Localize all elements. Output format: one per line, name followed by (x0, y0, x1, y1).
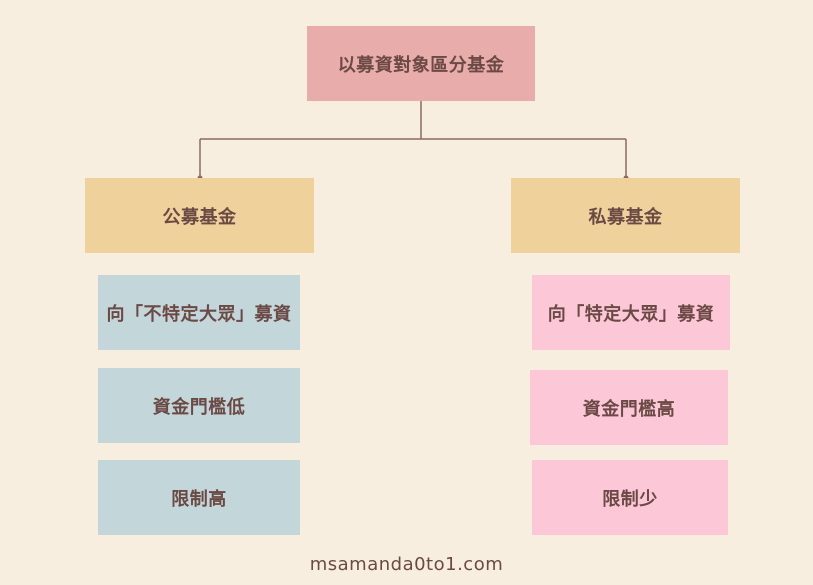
public-fund-item: 資金門檻低 (98, 368, 300, 443)
public-fund-item: 限制高 (98, 460, 300, 535)
root-node-label: 以募資對象區分基金 (337, 54, 505, 76)
public-fund-node: 公募基金 (85, 178, 314, 253)
public-fund-item: 向「不特定大眾」募資 (98, 275, 300, 350)
root-node: 以募資對象區分基金 (307, 26, 535, 101)
public-fund-label: 公募基金 (162, 206, 237, 228)
private-fund-label: 私募基金 (588, 206, 663, 228)
public-fund-item-label: 限制高 (171, 488, 227, 510)
footer-url: msamanda0to1.com (309, 554, 504, 575)
private-fund-item: 向「特定大眾」募資 (532, 275, 730, 350)
private-fund-node: 私募基金 (511, 178, 740, 253)
private-fund-item-label: 資金門檻高 (582, 398, 676, 420)
public-fund-item-label: 資金門檻低 (152, 396, 246, 418)
private-fund-item-label: 限制少 (602, 488, 658, 510)
private-fund-item: 資金門檻高 (530, 370, 728, 445)
private-fund-item-label: 向「特定大眾」募資 (547, 303, 715, 325)
private-fund-item: 限制少 (532, 460, 728, 535)
public-fund-item-label: 向「不特定大眾」募資 (106, 303, 292, 325)
